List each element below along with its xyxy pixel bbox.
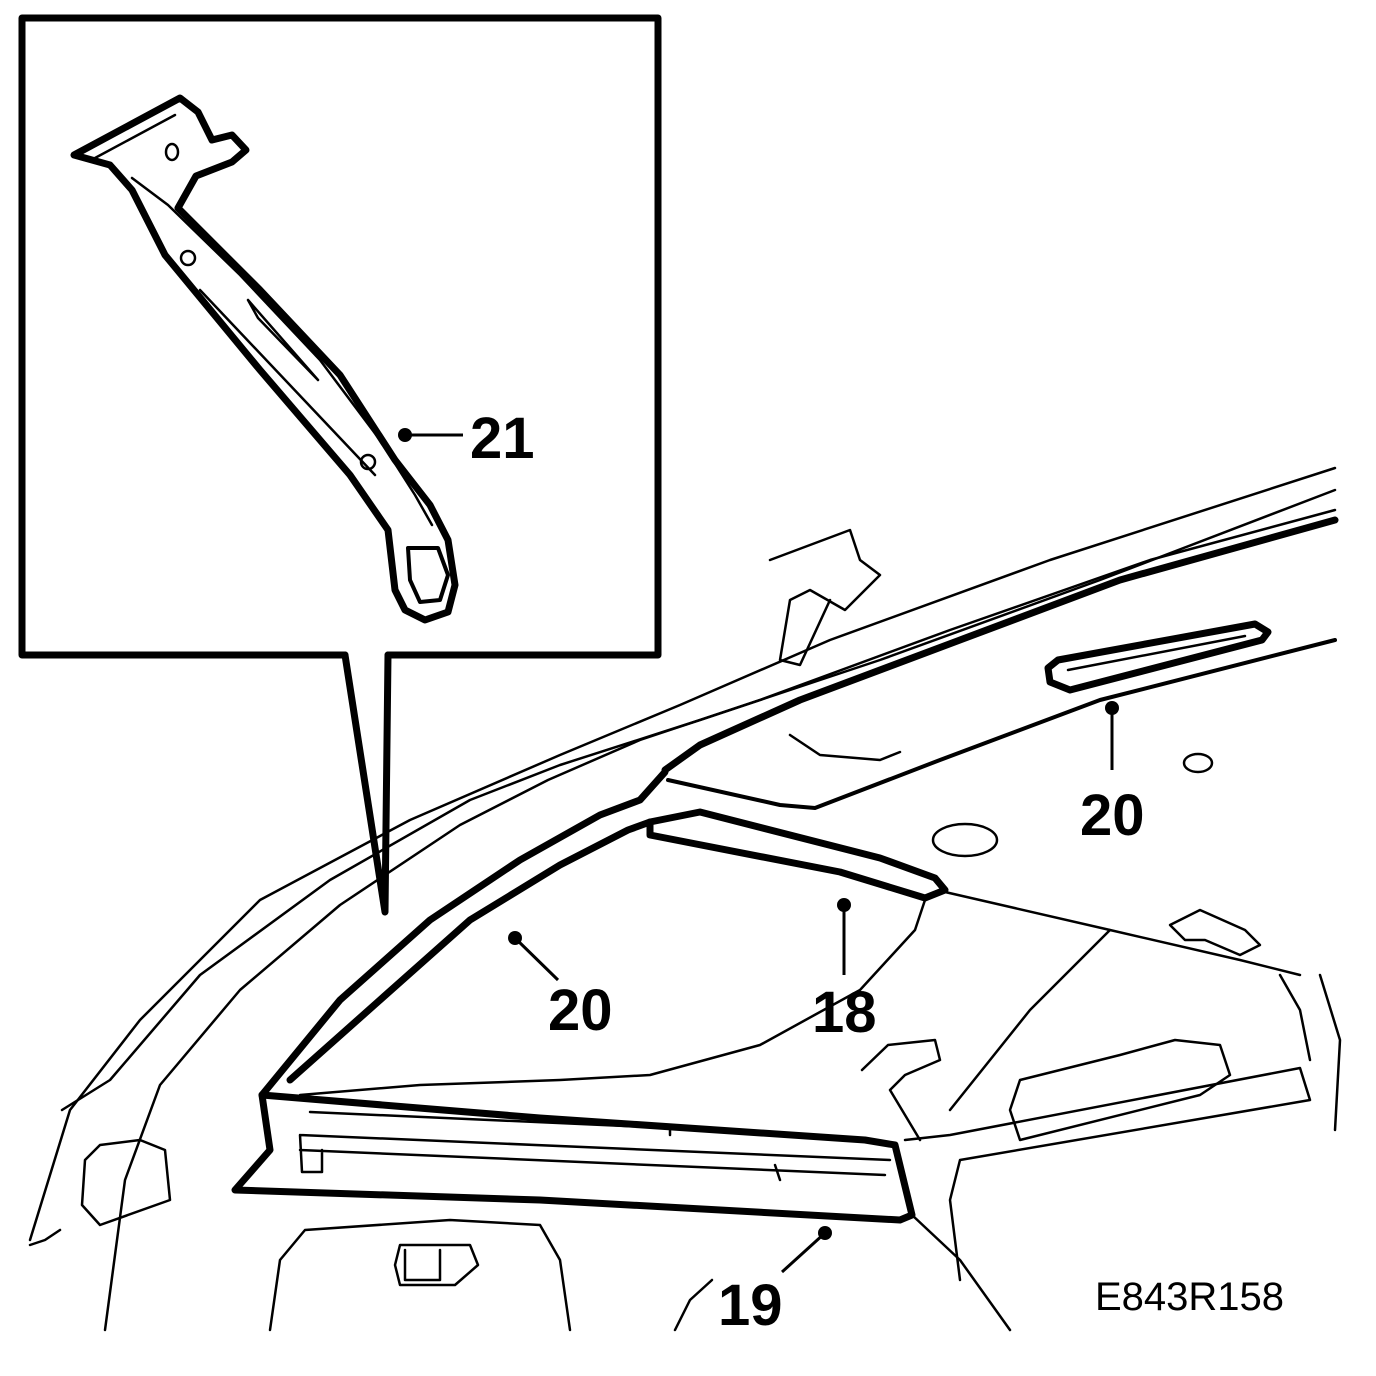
inset-frame (18, 14, 662, 659)
body-outer-line-3 (103, 508, 1337, 1332)
trim-panel-part-21 (70, 94, 459, 624)
callout-19: 19 (718, 1226, 832, 1338)
leader-line (780, 1231, 827, 1274)
trim-panel-rib (198, 288, 377, 477)
rear-panel-2 (1278, 973, 1342, 1132)
callout-label-20-lower: 20 (548, 978, 613, 1043)
trim-panel-inner-edge (93, 113, 434, 527)
roof-rail-seal (661, 516, 1339, 774)
seat-cylinder (1008, 1038, 1232, 1142)
trim-panel-hole (164, 142, 180, 162)
body-outer-line (28, 466, 1337, 1242)
callout-label-20-upper: 20 (1080, 783, 1145, 848)
rear-panel (903, 1066, 1312, 1282)
door-line (28, 1213, 1012, 1332)
figure-code: E843R158 (1095, 1275, 1284, 1319)
callout-20-upper: 20 (1080, 701, 1145, 848)
roof-handle-slot (1044, 620, 1272, 694)
headliner-contour (788, 733, 902, 762)
headliner-edge (943, 890, 1302, 1112)
coat-hook (768, 528, 882, 667)
trim-panel-foot (406, 546, 450, 604)
callout-label-21: 21 (470, 406, 535, 471)
steering-arc (673, 1278, 714, 1332)
sun-visor (646, 808, 949, 902)
trim-panel-clip-lower (359, 453, 377, 471)
roof-handle-slot-inner (1066, 634, 1247, 672)
vehicle-body (28, 466, 1342, 1332)
roof-rail-inner (666, 638, 1337, 810)
headliner-light (931, 822, 999, 858)
leader-line (513, 936, 560, 982)
headliner-hole (1182, 752, 1214, 774)
body-outer-line-2 (60, 488, 1337, 1112)
callout-20-lower: 20 (508, 931, 613, 1043)
a-pillar-seal-inner (286, 818, 654, 1084)
dashboard-outline (268, 1218, 572, 1332)
seatbelt-guide (860, 1038, 942, 1142)
grab-handle-rear (1168, 908, 1262, 957)
windscreen-edge (298, 898, 927, 1097)
callout-label-18: 18 (812, 980, 877, 1045)
callout-21: 21 (398, 406, 535, 471)
callout-label-19: 19 (718, 1273, 783, 1338)
detail-inset (18, 14, 662, 916)
dashboard-vent (393, 1243, 480, 1287)
windscreen-lower-trim (231, 1091, 916, 1224)
callout-18: 18 (812, 898, 877, 1045)
trim-panel-outline (70, 94, 459, 624)
trim-strip-clip (773, 1163, 782, 1182)
trim-panel-clip-upper (179, 249, 197, 267)
trim-strip-inner (298, 1110, 892, 1177)
inset-pointer (341, 651, 392, 916)
lower-pillar (80, 1138, 172, 1227)
a-pillar-seal (258, 768, 669, 1099)
